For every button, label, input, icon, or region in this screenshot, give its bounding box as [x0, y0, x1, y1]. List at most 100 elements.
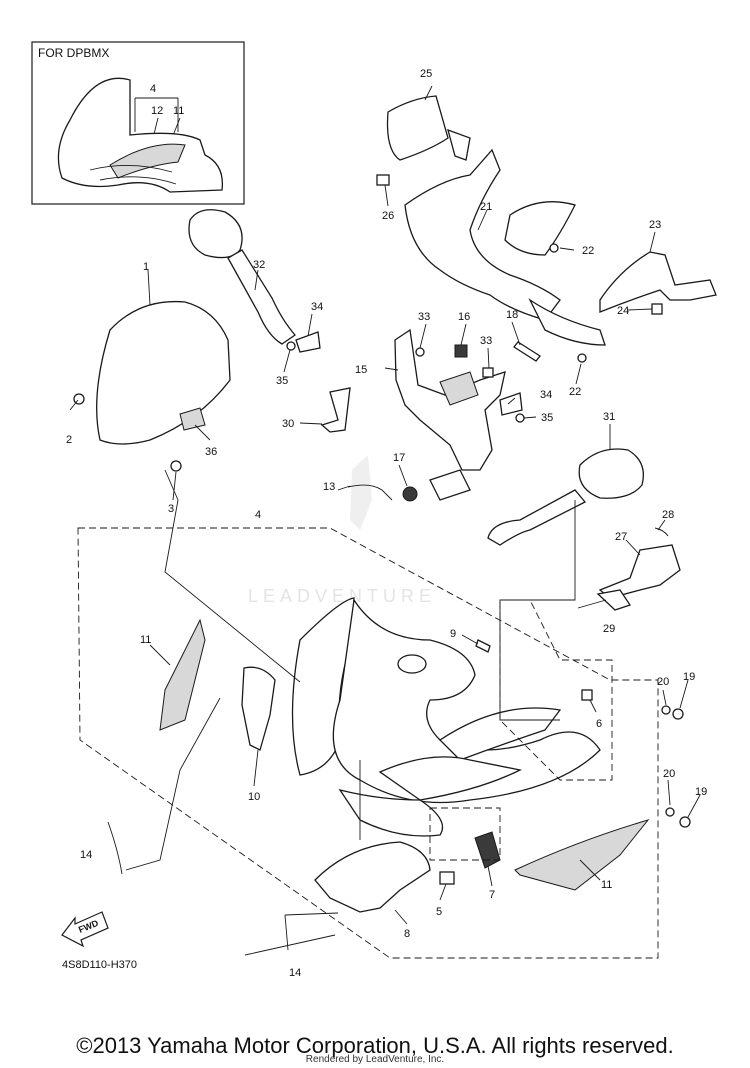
part-27-bracket — [598, 544, 681, 599]
inset-callout-11: 11 — [173, 105, 184, 117]
part-26-clip — [376, 174, 390, 186]
callout-25: 25 — [420, 68, 432, 80]
part-33-nut-b — [482, 367, 494, 378]
callout-28: 28 — [662, 509, 674, 521]
callout-35-right: 35 — [541, 412, 553, 424]
part-33-nut-a — [415, 347, 425, 357]
callout-31: 31 — [603, 411, 615, 423]
part-32-mirror-head — [188, 209, 243, 259]
part-24-clip — [651, 303, 663, 315]
part-4-side-vent — [438, 707, 562, 761]
callout-19-a: 19 — [683, 671, 695, 683]
part-21-lower — [528, 298, 606, 346]
callout-4: 4 — [255, 509, 261, 521]
callout-33-a: 33 — [418, 311, 430, 323]
callout-5: 5 — [436, 906, 442, 918]
part-30-bracket — [320, 387, 351, 433]
part-22-bolt-b — [577, 353, 587, 363]
inset-leader-4 — [134, 97, 179, 132]
inset-title: FOR DPBMX — [38, 46, 109, 60]
callout-19-b: 19 — [695, 786, 707, 798]
assembly-outline-7 — [429, 807, 501, 861]
callout-21: 21 — [480, 201, 492, 213]
part-19-bolt-a — [672, 708, 684, 720]
copyright-notice: ©2013 Yamaha Motor Corporation, U.S.A. A… — [76, 1033, 674, 1058]
callout-10: 10 — [248, 791, 260, 803]
part-21-inner-panel — [404, 148, 561, 321]
part-3-nut — [170, 460, 182, 472]
part-14-trim-left — [107, 821, 123, 875]
part-21-right-wing — [504, 201, 576, 256]
part-31-mirror-head — [578, 448, 645, 499]
part-20-washer-a — [661, 705, 671, 715]
part-6-clip — [581, 689, 593, 701]
part-17-mount — [429, 469, 471, 501]
inset-box: FOR DPBMX 4 12 11 — [31, 41, 245, 205]
inset-decal-12 — [109, 143, 186, 179]
leader-lines — [69, 85, 701, 951]
part-1-windscreen — [96, 300, 231, 445]
part-35-nut-left — [286, 341, 296, 351]
callout-23: 23 — [649, 219, 661, 231]
assembly-outline-4 — [77, 527, 659, 959]
part-13-hose — [347, 484, 393, 501]
callout-9: 9 — [450, 628, 456, 640]
assembly-outline-right — [499, 599, 613, 781]
callout-20-b: 20 — [663, 768, 675, 780]
part-25-tab — [447, 128, 471, 161]
part-16-grommet — [454, 344, 468, 358]
part-35-nut-right — [515, 413, 525, 423]
callout-24: 24 — [617, 305, 629, 317]
callout-8: 8 — [404, 928, 410, 940]
part-9-screw — [475, 639, 491, 653]
watermark-text: LEADVENTURE — [248, 586, 436, 606]
callout-17: 17 — [393, 452, 405, 464]
part-31-mirror-stem — [487, 489, 587, 546]
callout-6: 6 — [596, 718, 602, 730]
part-36-pad — [179, 407, 206, 431]
rendered-by-notice: Rendered by LeadVenture, Inc. — [305, 1054, 445, 1065]
inset-callout-4: 4 — [150, 83, 156, 95]
leadventure-watermark: LEADVENTURE — [248, 455, 436, 606]
fwd-arrow-icon: FWD — [61, 911, 109, 948]
part-5-clip — [439, 871, 455, 885]
callout-11-right: 11 — [601, 879, 612, 891]
callout-34-right: 34 — [540, 389, 552, 401]
part-17-grommet — [402, 486, 418, 502]
part-4-inner-edge — [378, 756, 522, 801]
part-11-decal-left — [159, 618, 206, 731]
callout-2: 2 — [66, 434, 72, 446]
part-4-upper-cowl — [332, 598, 601, 804]
callout-1: 1 — [143, 261, 149, 273]
part-19-bolt-b — [679, 816, 691, 828]
callout-22-a: 22 — [582, 245, 594, 257]
callout-35-left: 35 — [276, 375, 288, 387]
part-8-lower-panel — [314, 841, 431, 913]
callout-14-bottom: 14 — [289, 967, 301, 979]
part-15-plate — [439, 371, 479, 406]
callout-14-left: 14 — [80, 849, 92, 861]
inset-stripes — [89, 165, 177, 185]
part-10-duct-panel — [241, 666, 276, 751]
callout-29: 29 — [603, 623, 615, 635]
part-11-decal-right — [514, 819, 650, 891]
callout-33-b: 33 — [480, 335, 492, 347]
callout-32: 32 — [253, 259, 265, 271]
diagram-code: 4S8D110-H370 — [62, 959, 137, 971]
callout-30: 30 — [282, 418, 294, 430]
callout-13: 13 — [323, 481, 335, 493]
part-14-trim-bottom — [244, 934, 336, 956]
part-4-air-duct — [397, 654, 427, 674]
callout-15: 15 — [355, 364, 367, 376]
callout-26: 26 — [382, 210, 394, 222]
callout-7: 7 — [489, 889, 495, 901]
part-25-cover — [386, 95, 449, 161]
inset-cowling — [57, 77, 224, 193]
inset-callout-12: 12 — [151, 105, 163, 117]
part-32-mirror-stem — [227, 249, 296, 345]
callout-numbers: 1 2 3 4 5 6 7 8 9 10 11 11 13 14 14 15 1… — [66, 68, 707, 979]
part-34-plate-right — [499, 392, 523, 416]
part-7-damper — [474, 831, 501, 869]
